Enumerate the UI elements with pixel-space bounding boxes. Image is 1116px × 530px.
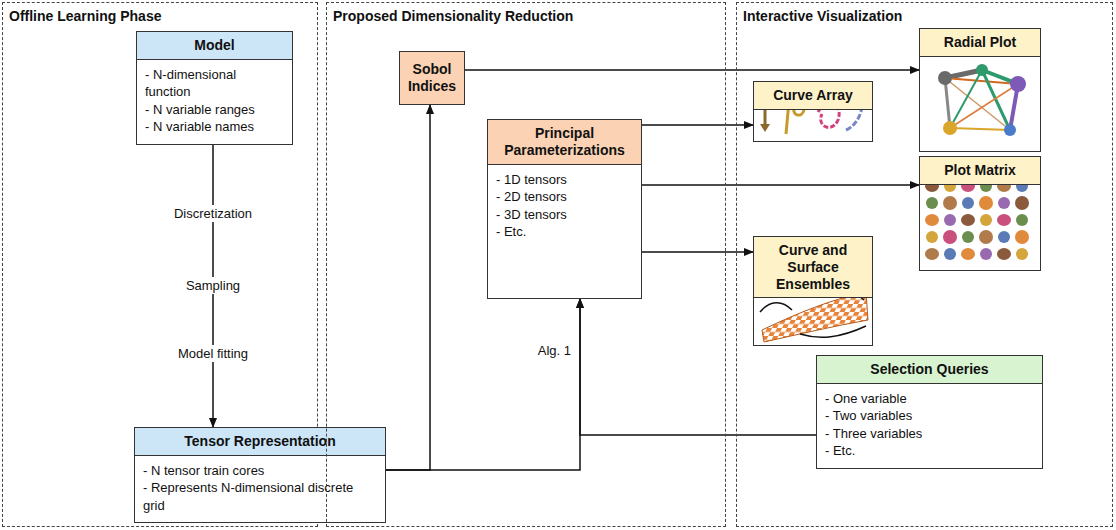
process-box: Model- N-dimensional function- N variabl…	[136, 31, 293, 145]
bullet-item: - Three variables	[825, 425, 1034, 443]
thumbnail-shape	[943, 196, 957, 210]
bullet-item: - N-dimensional function	[145, 66, 284, 101]
process-box: Selection Queries- One variable- Two var…	[816, 355, 1043, 469]
thumbnail-shape	[1015, 230, 1029, 244]
process-box: Plot Matrix	[919, 156, 1041, 271]
box-body: - One variable- Two variables- Three var…	[817, 384, 1042, 468]
bullet-item: - N variable ranges	[145, 101, 284, 119]
thumbnail-shape	[926, 197, 938, 209]
thumbnail-shape	[944, 248, 956, 260]
thumbnail-shape	[925, 248, 939, 260]
box-title: Sobol Indices	[400, 57, 464, 99]
thumbnail-shape	[1015, 196, 1029, 210]
thumbnail-shape	[979, 230, 993, 244]
box-header: Plot Matrix	[920, 157, 1040, 185]
thumbnail-shape	[997, 214, 1011, 226]
edge-label: Alg. 1	[535, 342, 574, 359]
box-header: Curve Array	[754, 82, 872, 110]
process-box: Sobol Indices	[399, 51, 465, 105]
panel-title: Offline Learning Phase	[3, 3, 317, 29]
panel-title: Proposed Dimensionality Reduction	[327, 3, 725, 29]
bullet-item: - Represents N-dimensional discrete grid	[143, 479, 377, 514]
process-box: Radial Plot	[919, 28, 1041, 152]
process-box: Principal Parameterizations- 1D tensors-…	[487, 119, 642, 299]
thumbnail-shape	[1016, 248, 1028, 260]
bullet-item: - 3D tensors	[496, 206, 633, 224]
flow-arrow	[465, 69, 919, 71]
stage-panel: Interactive VisualizationRadial PlotCurv…	[736, 2, 1113, 527]
thumbnail-shape	[944, 214, 956, 226]
step-label: Sampling	[183, 277, 243, 294]
bullet-item: - 2D tensors	[496, 188, 633, 206]
thumbnail-shape	[979, 196, 993, 210]
flow-arrow	[386, 105, 430, 470]
box-header: Curve and Surface Ensembles	[754, 237, 872, 298]
stage-panel: Proposed Dimensionality ReductionSobol I…	[326, 2, 726, 527]
thumbnail-shape	[926, 231, 938, 243]
box-header: Principal Parameterizations	[488, 120, 641, 165]
thumbnail-shape	[925, 214, 939, 226]
box-header: Radial Plot	[920, 29, 1040, 57]
plot-matrix-figure	[925, 180, 1029, 260]
step-label: Discretization	[171, 205, 255, 222]
thumbnail-shape	[962, 231, 974, 243]
process-box: Curve Array	[753, 81, 873, 142]
box-header: Model	[137, 32, 292, 60]
thumbnail-shape	[961, 248, 975, 260]
bullet-item: - One variable	[825, 390, 1034, 408]
thumbnail-shape	[962, 197, 974, 209]
thumbnail-shape	[980, 214, 992, 226]
thumbnail-shape	[1016, 214, 1028, 226]
thumbnail-shape	[998, 197, 1010, 209]
surface-ensemble-figure	[760, 292, 868, 342]
step-label: Model fitting	[175, 345, 251, 362]
bullet-item: - Two variables	[825, 407, 1034, 425]
radial-plot-figure	[938, 64, 1026, 136]
flow-arrow	[642, 184, 919, 186]
box-header: Tensor Representation	[135, 428, 385, 456]
bullet-item: - N tensor train cores	[143, 462, 377, 480]
thumbnail-shape	[997, 248, 1011, 260]
box-body: - N tensor train cores- Represents N-dim…	[135, 456, 385, 523]
bullet-item: - N variable names	[145, 118, 284, 136]
flow-arrow	[580, 299, 816, 435]
thumbnail-shape	[980, 248, 992, 260]
bullet-item: - 1D tensors	[496, 171, 633, 189]
box-body: - N-dimensional function- N variable ran…	[137, 60, 292, 144]
panel-title: Interactive Visualization	[737, 3, 1112, 29]
flow-arrow	[386, 299, 580, 470]
bullet-item: - Etc.	[496, 223, 633, 241]
thumbnail-shape	[998, 231, 1010, 243]
bullet-item: - Etc.	[825, 442, 1034, 460]
box-body: - 1D tensors- 2D tensors- 3D tensors- Et…	[488, 165, 641, 249]
box-header: Selection Queries	[817, 356, 1042, 384]
process-box: Tensor Representation- N tensor train co…	[134, 427, 386, 523]
thumbnail-shape	[943, 230, 957, 244]
process-box: Curve and Surface Ensembles	[753, 236, 873, 346]
stage-panel: Offline Learning PhaseModel- N-dimension…	[2, 2, 318, 527]
thumbnail-shape	[961, 214, 975, 226]
